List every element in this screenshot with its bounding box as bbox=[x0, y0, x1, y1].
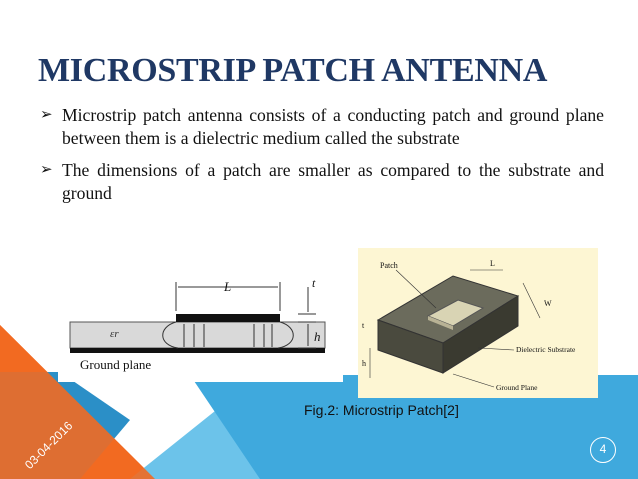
width-label: W bbox=[544, 299, 552, 308]
slide-title: MICROSTRIP PATCH ANTENNA bbox=[38, 52, 548, 89]
bullet-list: ➢ Microstrip patch antenna consists of a… bbox=[40, 104, 604, 214]
patch-label: Patch bbox=[380, 261, 398, 270]
bullet-text: Microstrip patch antenna consists of a c… bbox=[62, 105, 604, 148]
blue-strip bbox=[190, 375, 638, 479]
height-label: h bbox=[362, 359, 366, 368]
ground-label: Ground Plane bbox=[496, 383, 538, 392]
bullet-item: ➢ The dimensions of a patch are smaller … bbox=[40, 159, 604, 204]
substrate-label: Dielectric Substrate bbox=[516, 345, 576, 354]
dimension-t: t bbox=[312, 276, 316, 290]
patch-3d-figure: Patch L W t h Dielectric Substrate Groun… bbox=[358, 248, 598, 398]
bullet-text: The dimensions of a patch are smaller as… bbox=[62, 160, 604, 203]
permittivity-label: εr bbox=[110, 328, 119, 340]
dimension-h: h bbox=[314, 329, 321, 344]
ground-plane-label: Ground plane bbox=[80, 357, 151, 372]
length-label: L bbox=[490, 259, 495, 268]
bullet-item: ➢ Microstrip patch antenna consists of a… bbox=[40, 104, 604, 149]
thickness-label: t bbox=[362, 321, 365, 330]
cross-section-figure: L t h εr Ground plane bbox=[58, 267, 343, 382]
arrow-bullet-icon: ➢ bbox=[40, 162, 53, 178]
dimension-l: L bbox=[223, 279, 231, 294]
page-number: 4 bbox=[590, 437, 616, 463]
figure-caption: Fig.2: Microstrip Patch[2] bbox=[304, 402, 459, 418]
arrow-bullet-icon: ➢ bbox=[40, 107, 53, 123]
orange-overlay bbox=[0, 325, 155, 479]
